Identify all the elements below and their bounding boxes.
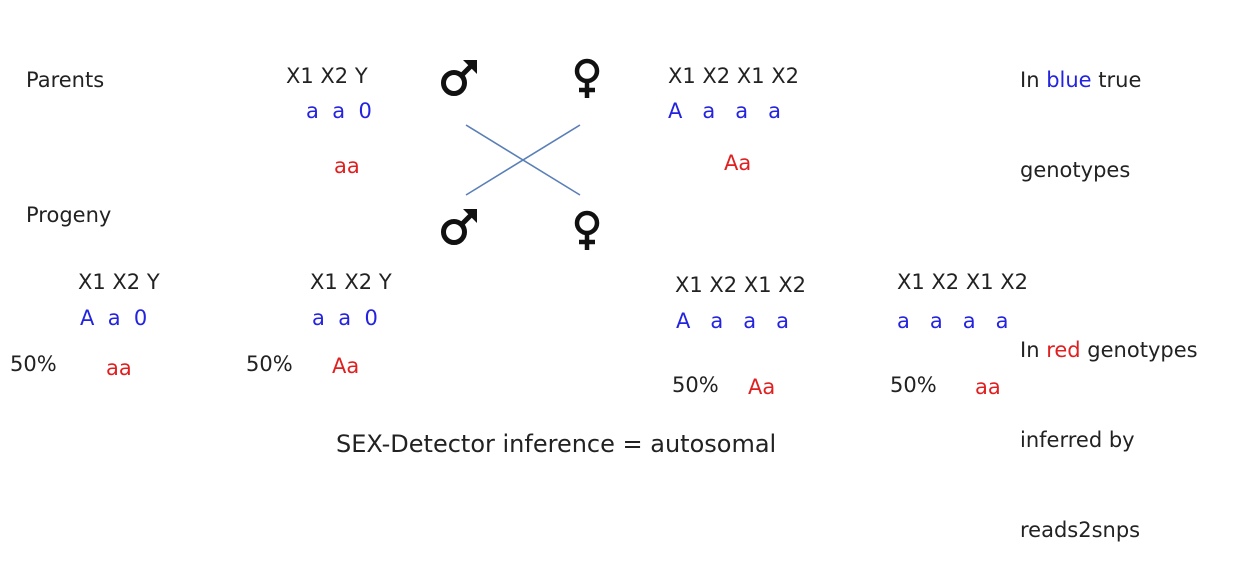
cross-lines [465,124,581,196]
progeny-1-header: X1 X2 Y [78,270,160,294]
male-parent-header: X1 X2 Y [286,64,368,88]
female-symbol-icon [565,208,609,252]
legend-line-inferred-by: inferred by [1020,428,1135,452]
progeny-4-percent: 50% [890,373,937,397]
progeny-3-header: X1 X2 X1 X2 [675,273,807,297]
male-symbol-icon [437,205,481,249]
female-symbol-icon [565,56,609,100]
legend-line-tool: reads2snps [1020,518,1141,542]
male-parent-true-genotype: a a 0 [306,99,372,123]
progeny-1-percent: 50% [10,352,57,376]
female-parent-header: X1 X2 X1 X2 [668,64,800,88]
legend-red-word: red [1046,338,1081,362]
progeny-3-true-genotype: A a a a [676,309,790,333]
progeny-1-inferred-genotype: aa [106,356,132,380]
legend-blue-word: blue [1046,68,1092,92]
male-parent-inferred-genotype: aa [334,154,360,178]
progeny-4-header: X1 X2 X1 X2 [897,270,1029,294]
female-parent-inferred-genotype: Aa [724,151,752,175]
progeny-3-inferred-genotype: Aa [748,375,776,399]
legend-line-blue: In blue true [1020,68,1142,92]
male-symbol-icon [437,56,481,100]
parents-label: Parents [26,68,105,92]
legend-line-genotypes: genotypes [1020,158,1131,182]
conclusion-text: SEX-Detector inference = autosomal [336,430,777,458]
progeny-1-true-genotype: A a 0 [80,306,148,330]
cross-line-female-to-male [465,124,581,196]
progeny-2-true-genotype: a a 0 [312,306,378,330]
legend: In blue true genotypes In red genotypes … [1020,5,1198,575]
progeny-3-percent: 50% [672,373,719,397]
progeny-label: Progeny [26,203,112,227]
progeny-2-percent: 50% [246,352,293,376]
progeny-2-header: X1 X2 Y [310,270,392,294]
progeny-2-inferred-genotype: Aa [332,354,360,378]
female-parent-true-genotype: A a a a [668,99,782,123]
progeny-4-true-genotype: a a a a [897,309,1009,333]
progeny-4-inferred-genotype: aa [975,375,1001,399]
legend-line-red: In red genotypes [1020,338,1198,362]
